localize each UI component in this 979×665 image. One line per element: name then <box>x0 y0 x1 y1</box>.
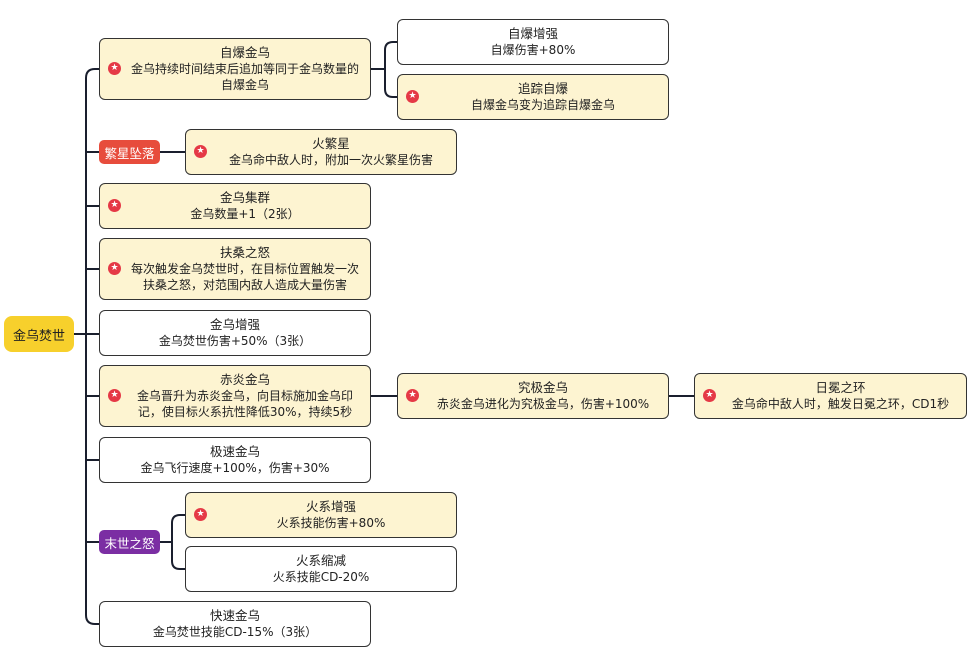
star-icon: ★ <box>703 389 716 402</box>
root-label: 金乌焚世 <box>12 328 65 344</box>
node-fusang-zhinu[interactable]: ★ 扶桑之怒 每次触发金乌焚世时，在目标位置触发一次扶桑之怒，对范围内敌人造成大… <box>99 238 371 300</box>
node-zhuizong-zibao[interactable]: ★ 追踪自爆 自爆金乌变为追踪自爆金乌 <box>397 74 669 120</box>
node-huofanxing[interactable]: ★ 火繁星 金乌命中敌人时，附加一次火繁星伤害 <box>185 129 457 175</box>
node-desc: 每次触发金乌焚世时，在目标位置触发一次扶桑之怒，对范围内敌人造成大量伤害 <box>130 262 359 292</box>
node-title: 自爆增强 <box>507 26 558 41</box>
star-icon: ★ <box>108 389 121 402</box>
node-zibao-zengqiang[interactable]: 自爆增强 自爆伤害+80% <box>397 19 669 65</box>
node-title: 日冕之环 <box>815 380 866 395</box>
node-title: 火系缩减 <box>295 553 346 568</box>
root-node[interactable]: 金乌焚世 <box>4 316 74 352</box>
node-desc: 火系技能CD-20% <box>272 570 370 584</box>
node-jinwu-jiqun[interactable]: ★ 金乌集群 金乌数量+1（2张） <box>99 183 371 229</box>
node-title: 金乌集群 <box>219 190 270 205</box>
node-desc: 金乌飞行速度+100%，伤害+30% <box>140 461 330 475</box>
node-desc: 金乌焚世技能CD-15%（3张） <box>152 625 318 639</box>
star-icon: ★ <box>108 262 121 275</box>
node-desc: 赤炎金乌进化为究极金乌，伤害+100% <box>436 397 650 411</box>
node-chiyan-jinwu[interactable]: ★ 赤炎金乌 金乌晋升为赤炎金乌，向目标施加金乌印记，使目标火系抗性降低30%，… <box>99 365 371 427</box>
node-huoxi-zengqiang[interactable]: ★ 火系增强 火系技能伤害+80% <box>185 492 457 538</box>
tag-label: 繁星坠落 <box>104 145 155 161</box>
node-zibao-jinwu[interactable]: ★ 自爆金乌 金乌持续时间结束后追加等同于金乌数量的自爆金乌 <box>99 38 371 100</box>
node-jiuji-jinwu[interactable]: ★ 究极金乌 赤炎金乌进化为究极金乌，伤害+100% <box>397 373 669 419</box>
node-title: 火繁星 <box>312 136 350 151</box>
node-desc: 金乌晋升为赤炎金乌，向目标施加金乌印记，使目标火系抗性降低30%，持续5秒 <box>136 389 353 419</box>
star-icon: ★ <box>194 508 207 521</box>
node-title: 火系增强 <box>305 499 356 514</box>
star-icon: ★ <box>406 90 419 103</box>
node-title: 究极金乌 <box>517 380 568 395</box>
node-desc: 自爆伤害+80% <box>490 43 576 57</box>
star-icon: ★ <box>108 62 121 75</box>
node-title: 自爆金乌 <box>219 45 270 60</box>
node-jisu-jinwu[interactable]: 极速金乌 金乌飞行速度+100%，伤害+30% <box>99 437 371 483</box>
tag-fanxing-zhuiluo[interactable]: 繁星坠落 <box>99 140 160 164</box>
tag-label: 末世之怒 <box>104 535 155 551</box>
tag-moshi-zhinu[interactable]: 末世之怒 <box>99 530 160 554</box>
node-title: 快速金乌 <box>209 608 260 623</box>
node-desc: 金乌命中敌人时，附加一次火繁星伤害 <box>228 153 433 167</box>
node-title: 赤炎金乌 <box>219 372 270 387</box>
node-huoxi-suojian[interactable]: 火系缩减 火系技能CD-20% <box>185 546 457 592</box>
node-rimian-zhihuan[interactable]: ★ 日冕之环 金乌命中敌人时，触发日冕之环，CD1秒 <box>694 373 967 419</box>
node-jinwu-zengqiang[interactable]: 金乌增强 金乌焚世伤害+50%（3张） <box>99 310 371 356</box>
node-desc: 金乌持续时间结束后追加等同于金乌数量的自爆金乌 <box>130 62 359 92</box>
node-desc: 自爆金乌变为追踪自爆金乌 <box>470 98 615 112</box>
node-desc: 火系技能伤害+80% <box>276 516 386 530</box>
node-desc: 金乌数量+1（2张） <box>190 207 300 221</box>
star-icon: ★ <box>406 389 419 402</box>
star-icon: ★ <box>108 199 121 212</box>
node-desc: 金乌焚世伤害+50%（3张） <box>158 334 312 348</box>
node-title: 扶桑之怒 <box>219 245 270 260</box>
node-kuaisu-jinwu[interactable]: 快速金乌 金乌焚世技能CD-15%（3张） <box>99 601 371 647</box>
node-desc: 金乌命中敌人时，触发日冕之环，CD1秒 <box>731 397 950 411</box>
node-title: 追踪自爆 <box>517 81 568 96</box>
star-icon: ★ <box>194 145 207 158</box>
node-title: 极速金乌 <box>209 444 260 459</box>
node-title: 金乌增强 <box>209 317 260 332</box>
